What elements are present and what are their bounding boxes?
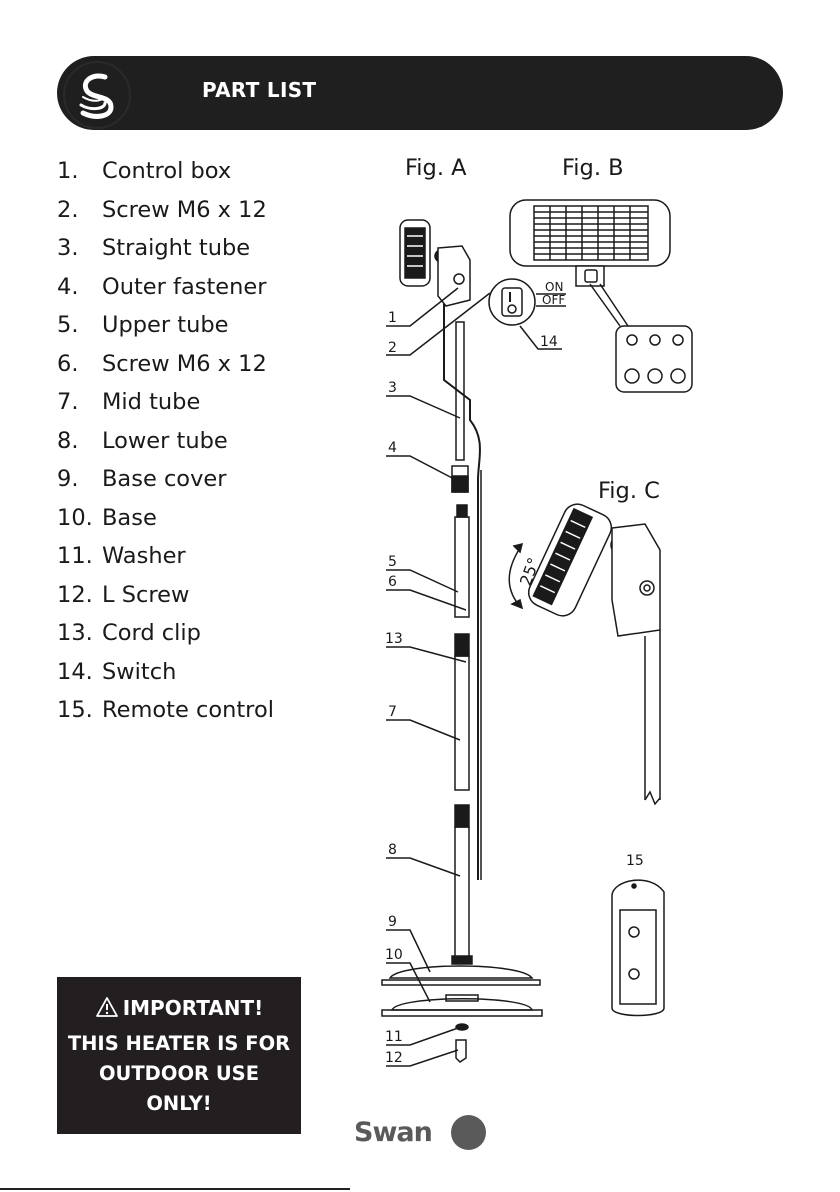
part-number: 6. <box>57 350 79 377</box>
callout-11: 11 <box>385 1029 403 1045</box>
part-label: Remote control <box>102 697 274 723</box>
part-label: Cord clip <box>102 620 201 646</box>
page-marker <box>451 1115 486 1150</box>
upper-tube-drawing <box>454 516 470 618</box>
straight-tube-drawing <box>455 321 465 461</box>
list-item: 8. Lower tube <box>57 422 274 461</box>
part-label: Base cover <box>102 466 227 492</box>
swan-logo-icon <box>63 61 131 129</box>
fig-a-label: Fig. A <box>405 155 467 181</box>
list-item: 7. Mid tube <box>57 383 274 422</box>
part-number: 15. <box>57 697 93 723</box>
part-label: Screw M6 x 12 <box>102 196 267 223</box>
remote-control-drawing <box>611 879 665 1017</box>
part-label: Lower tube <box>102 427 228 454</box>
part-number: 5. <box>57 312 79 338</box>
part-label: Straight tube <box>102 235 251 261</box>
part-number: 3. <box>57 235 79 261</box>
list-item: 9. Base cover <box>57 460 274 499</box>
part-label: Base <box>102 504 157 531</box>
part-number: 14. <box>57 658 93 685</box>
fig-c-label: Fig. C <box>598 478 660 504</box>
callout-1: 1 <box>388 310 397 326</box>
warning-icon <box>95 996 119 1024</box>
base-cover-drawing <box>388 965 534 979</box>
list-item: 14. Switch <box>57 653 274 692</box>
list-item: 13. Cord clip <box>57 614 274 653</box>
list-item: 4. Outer fastener <box>57 268 274 307</box>
bottom-divider <box>0 1188 350 1190</box>
part-label: Switch <box>102 658 177 685</box>
important-body: THIS HEATER IS FOR OUTDOOR USE ONLY! <box>67 1032 291 1115</box>
list-item: 2. Screw M6 x 12 <box>57 191 274 230</box>
part-label: Screw M6 x 12 <box>102 350 267 377</box>
switch-off-label: OFF <box>542 293 565 307</box>
part-number: 2. <box>57 196 79 223</box>
important-heading-text: IMPORTANT! <box>122 996 264 1020</box>
part-number: 1. <box>57 158 79 184</box>
callout-4: 4 <box>388 440 397 456</box>
part-label: Upper tube <box>102 312 229 338</box>
callout-8: 8 <box>388 842 397 858</box>
part-number: 11. <box>57 543 93 569</box>
list-item: 11. Washer <box>57 537 274 576</box>
fig-b-drawing <box>509 199 693 393</box>
part-list-header: PART LIST <box>57 56 783 130</box>
fig-c-drawing <box>508 503 661 806</box>
base-drawing <box>390 998 533 1011</box>
heater-head-drawing <box>399 219 448 287</box>
part-label: L Screw <box>102 581 190 608</box>
mid-tube-drawing <box>454 655 470 791</box>
list-item: 15. Remote control <box>57 691 274 730</box>
callout-15: 15 <box>626 853 644 869</box>
callout-3: 3 <box>388 380 397 396</box>
callout-12: 12 <box>385 1050 403 1066</box>
important-heading: IMPORTANT! <box>57 995 301 1024</box>
part-label: Control box <box>102 158 232 184</box>
part-number: 7. <box>57 389 79 415</box>
list-item: 3. Straight tube <box>57 229 274 268</box>
lower-tube-drawing <box>454 826 470 958</box>
part-label: Outer fastener <box>102 273 267 300</box>
callout-9: 9 <box>388 914 397 930</box>
callout-2: 2 <box>388 340 397 356</box>
part-number: 8. <box>57 427 79 454</box>
fig-b-label: Fig. B <box>562 155 624 181</box>
part-label: Washer <box>102 543 186 569</box>
callout-6: 6 <box>388 574 397 590</box>
page-title: PART LIST <box>202 78 317 102</box>
list-item: 6. Screw M6 x 12 <box>57 345 274 384</box>
part-number: 13. <box>57 620 93 646</box>
part-number: 9. <box>57 466 79 492</box>
swan-brand-logo: Swan <box>354 1117 433 1148</box>
callout-10: 10 <box>385 947 403 963</box>
callout-13: 13 <box>385 631 403 647</box>
part-number: 10. <box>57 504 93 531</box>
switch-drawing <box>488 278 536 326</box>
list-item: 10. Base <box>57 499 274 538</box>
list-item: 12. L Screw <box>57 576 274 615</box>
control-box-drawing <box>437 245 471 307</box>
list-item: 5. Upper tube <box>57 306 274 345</box>
callout-7: 7 <box>388 704 397 720</box>
part-number: 12. <box>57 581 93 608</box>
list-item: 1. Control box <box>57 152 274 191</box>
callout-5: 5 <box>388 554 397 570</box>
callout-14: 14 <box>540 334 558 350</box>
switch-on-label: ON <box>545 280 563 294</box>
part-label: Mid tube <box>102 389 201 415</box>
important-notice: IMPORTANT! THIS HEATER IS FOR OUTDOOR US… <box>57 977 301 1134</box>
part-number: 4. <box>57 273 79 300</box>
parts-list: 1. Control box 2. Screw M6 x 12 3. Straight… <box>57 152 274 730</box>
